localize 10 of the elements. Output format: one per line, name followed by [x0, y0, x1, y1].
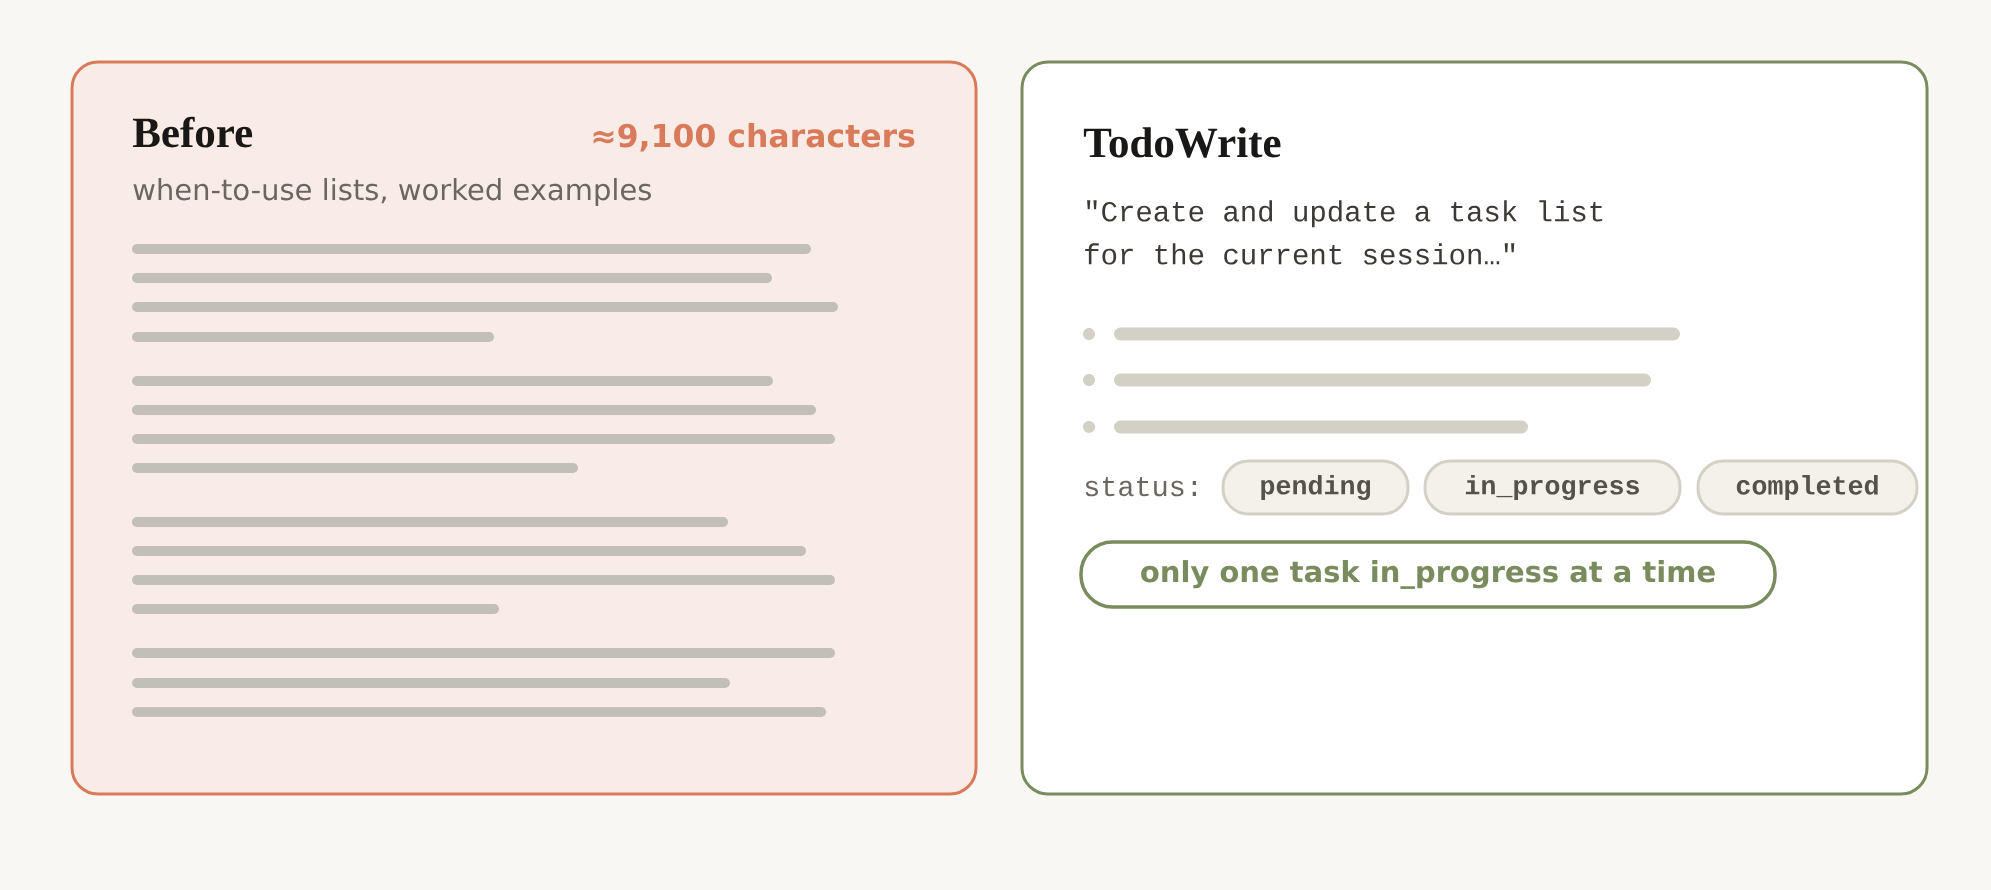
status-pill: completed [1696, 459, 1919, 516]
status-pill: in_progress [1423, 459, 1682, 516]
status-pill: pending [1221, 459, 1410, 516]
heading: TodoWrite [1083, 127, 1281, 158]
subtitle: when-to-use lists, worked examples [133, 177, 651, 207]
rule-pill: only one task in_progress at a time [1079, 540, 1777, 609]
character-count: ≈9,100 characters [593, 123, 915, 152]
description-quote: "Create and update a task list for the current session…" [1085, 200, 1603, 265]
status-label: status: [1085, 477, 1196, 497]
heading: Before [132, 116, 253, 148]
